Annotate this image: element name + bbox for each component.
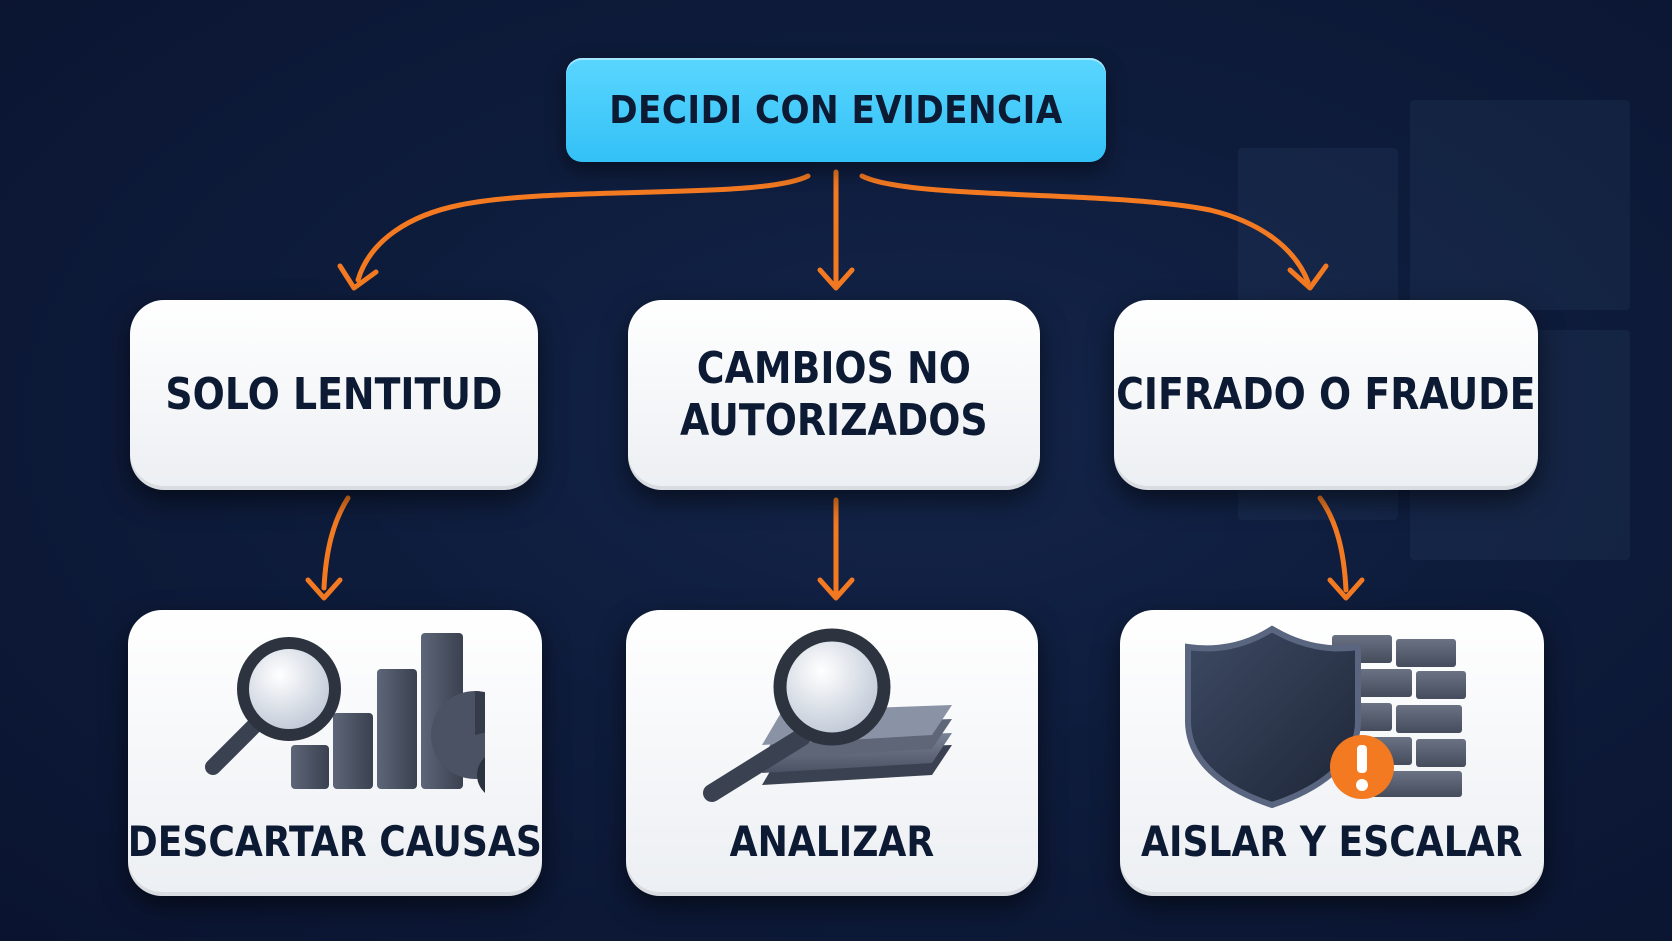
windows-logo-pane-tl xyxy=(1238,148,1398,316)
action-label: AISLAR Y ESCALAR xyxy=(1141,817,1523,866)
arrowhead-left xyxy=(337,263,379,291)
branch-label-line2: AUTORIZADOS xyxy=(680,395,988,446)
root-node: DECIDI CON EVIDENCIA xyxy=(566,58,1106,162)
windows-logo-pane-tr xyxy=(1410,100,1630,310)
action-label: ANALIZAR xyxy=(729,817,935,866)
branch-label: SOLO LENTITUD xyxy=(165,369,503,420)
branch-card-cifrado-o-fraude: CIFRADO O FRAUDE xyxy=(1114,300,1538,490)
action-card-analizar: ANALIZAR xyxy=(626,610,1038,896)
branch-label-line1: CAMBIOS NO xyxy=(696,343,972,394)
branch-label-wrap: CAMBIOS NO AUTORIZADOS xyxy=(680,343,988,447)
arrow-left-to-bottom xyxy=(321,495,351,591)
magnifier-chart-icon xyxy=(205,633,485,793)
action-label: DESCARTAR CAUSAS xyxy=(127,817,543,866)
arrowhead-right-bottom xyxy=(1327,577,1365,601)
arrowhead-left-bottom xyxy=(305,577,343,601)
action-card-aislar-y-escalar: AISLAR Y ESCALAR xyxy=(1120,610,1544,896)
branch-label: CIFRADO O FRAUDE xyxy=(1116,369,1536,420)
magnifier-documents-icon xyxy=(703,628,952,802)
branch-card-cambios-no-autorizados: CAMBIOS NO AUTORIZADOS xyxy=(628,300,1040,490)
arrow-root-to-left xyxy=(355,173,811,283)
action-card-descartar-causas: DESCARTAR CAUSAS xyxy=(128,610,542,896)
arrowhead-center xyxy=(817,267,855,291)
shield-firewall-alert-icon xyxy=(1185,625,1466,809)
branch-card-solo-lentitud: SOLO LENTITUD xyxy=(130,300,538,490)
arrowhead-center-bottom xyxy=(817,577,855,601)
root-label: DECIDI CON EVIDENCIA xyxy=(609,88,1063,132)
